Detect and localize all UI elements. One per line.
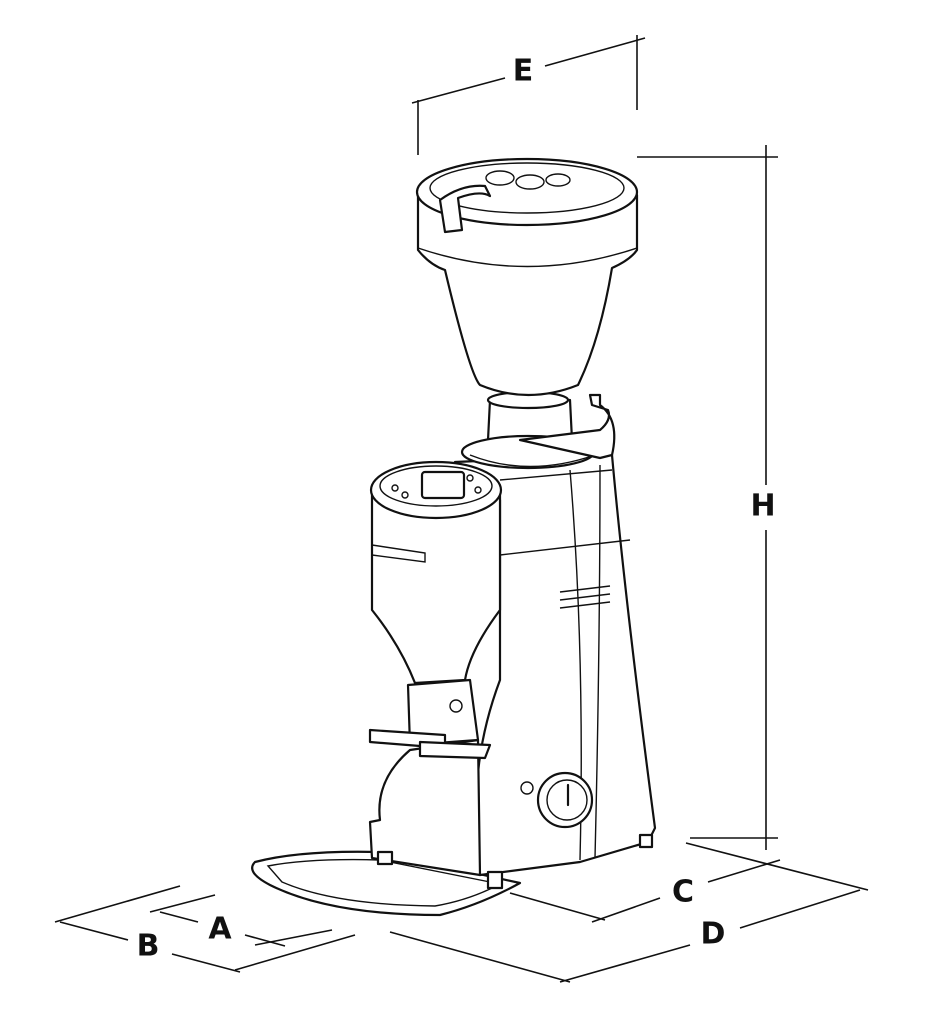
doser-unit xyxy=(368,460,503,760)
drip-tray xyxy=(251,850,522,917)
dimension-label-e: E xyxy=(513,54,534,89)
lower-front-base xyxy=(368,738,482,877)
dimension-label-c: C xyxy=(672,875,694,910)
dimension-label-h: H xyxy=(750,489,775,524)
grind-collar xyxy=(460,390,616,470)
dimension-label-a: A xyxy=(208,912,232,947)
dimension-a-b: A B xyxy=(54,885,356,973)
dimension-label-b: B xyxy=(137,929,160,964)
dimension-e: E xyxy=(411,35,646,155)
adjustment-knob xyxy=(520,771,594,829)
dimension-label-d: D xyxy=(701,917,726,952)
bean-hopper xyxy=(415,157,639,397)
dimension-h: H xyxy=(637,145,778,850)
grinder-body xyxy=(453,453,657,890)
dimension-c-d: C D xyxy=(389,842,869,983)
hopper-gate xyxy=(438,184,492,234)
display-screen xyxy=(420,470,466,500)
